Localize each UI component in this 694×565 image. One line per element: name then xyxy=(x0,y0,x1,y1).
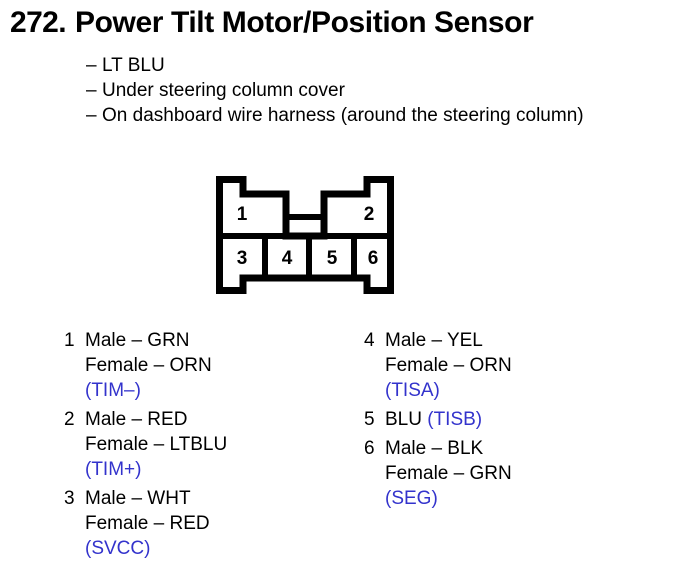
pin-legend-item: 6 Male – BLK Female – GRN (SEG) xyxy=(364,436,512,511)
pin-legend-item: 4 Male – YEL Female – ORN (TISA) xyxy=(364,328,512,403)
pin-legend-code: (SVCC) xyxy=(85,538,151,559)
pin-legend-code: (TISB) xyxy=(427,409,483,430)
connector-pin-label-1: 1 xyxy=(237,204,248,225)
pin-legend-index: 1 xyxy=(64,330,75,351)
pin-legend-line: Female – ORN xyxy=(85,355,212,376)
description-text: Under steering column cover xyxy=(102,80,345,101)
page-number: 272. xyxy=(10,6,67,39)
pin-legend-index: 6 xyxy=(364,438,375,459)
description-text: On dashboard wire harness (around the st… xyxy=(102,105,584,126)
pin-legend-line: Male – GRN xyxy=(85,330,190,351)
pin-legend-line-inline: BLU (TISB) xyxy=(385,407,512,432)
pin-legend-line: Female – LTBLU xyxy=(85,434,228,455)
dash-icon: – xyxy=(86,55,97,76)
pin-legend-column-right: 4 Male – YEL Female – ORN (TISA) 5 BLU (… xyxy=(364,328,512,515)
pin-legend-code: (TIM+) xyxy=(85,459,142,480)
connector-diagram: 1 2 3 4 5 6 xyxy=(206,166,412,298)
page-title-text: Power Tilt Motor/Position Sensor xyxy=(75,6,534,39)
dash-icon: – xyxy=(86,80,97,101)
pin-legend-line: Male – RED xyxy=(85,409,188,430)
connector-pin-label-4: 4 xyxy=(282,248,293,269)
connector-outline-svg: 1 2 3 4 5 6 xyxy=(216,176,394,294)
pin-legend-line: Male – YEL xyxy=(385,330,483,351)
pin-legend-line: Male – WHT xyxy=(85,488,191,509)
description-text: LT BLU xyxy=(102,55,165,76)
pin-legend-line: Female – RED xyxy=(85,513,210,534)
connector-pin-label-3: 3 xyxy=(237,248,248,269)
connector-pin-label-6: 6 xyxy=(368,248,379,269)
pin-legend-item: 1 Male – GRN Female – ORN (TIM–) xyxy=(64,328,227,403)
description-line: – On dashboard wire harness (around the … xyxy=(86,103,584,128)
pin-legend-item: 3 Male – WHT Female – RED (SVCC) xyxy=(64,486,227,561)
pin-legend-item: 2 Male – RED Female – LTBLU (TIM+) xyxy=(64,407,227,482)
pin-legend-line: Male – BLK xyxy=(385,438,484,459)
description-list: – LT BLU – Under steering column cover –… xyxy=(86,53,584,128)
pin-legend-code: (TIM–) xyxy=(85,380,141,401)
description-line: – Under steering column cover xyxy=(86,78,584,103)
pin-legend-item: 5 BLU (TISB) xyxy=(364,407,512,432)
page-title: 272. Power Tilt Motor/Position Sensor xyxy=(10,6,534,40)
dash-icon: – xyxy=(86,105,97,126)
connector-pin-label-5: 5 xyxy=(327,248,338,269)
pin-legend-line: BLU xyxy=(385,409,422,430)
pin-legend-line: Female – ORN xyxy=(385,355,512,376)
pin-legend-index: 4 xyxy=(364,330,375,351)
pin-legend-column-left: 1 Male – GRN Female – ORN (TIM–) 2 Male … xyxy=(64,328,227,565)
connector-body-path xyxy=(216,176,394,294)
pin-legend: 1 Male – GRN Female – ORN (TIM–) 2 Male … xyxy=(0,328,694,559)
pin-legend-code: (SEG) xyxy=(385,488,438,509)
pin-legend-line: Female – GRN xyxy=(385,463,512,484)
connector-pin-label-2: 2 xyxy=(364,204,375,225)
pin-legend-index: 3 xyxy=(64,488,75,509)
pin-legend-index: 2 xyxy=(64,409,75,430)
pin-legend-index: 5 xyxy=(364,409,375,430)
pin-legend-code: (TISA) xyxy=(385,380,440,401)
connector-center-tab xyxy=(283,214,327,239)
description-line: – LT BLU xyxy=(86,53,584,78)
